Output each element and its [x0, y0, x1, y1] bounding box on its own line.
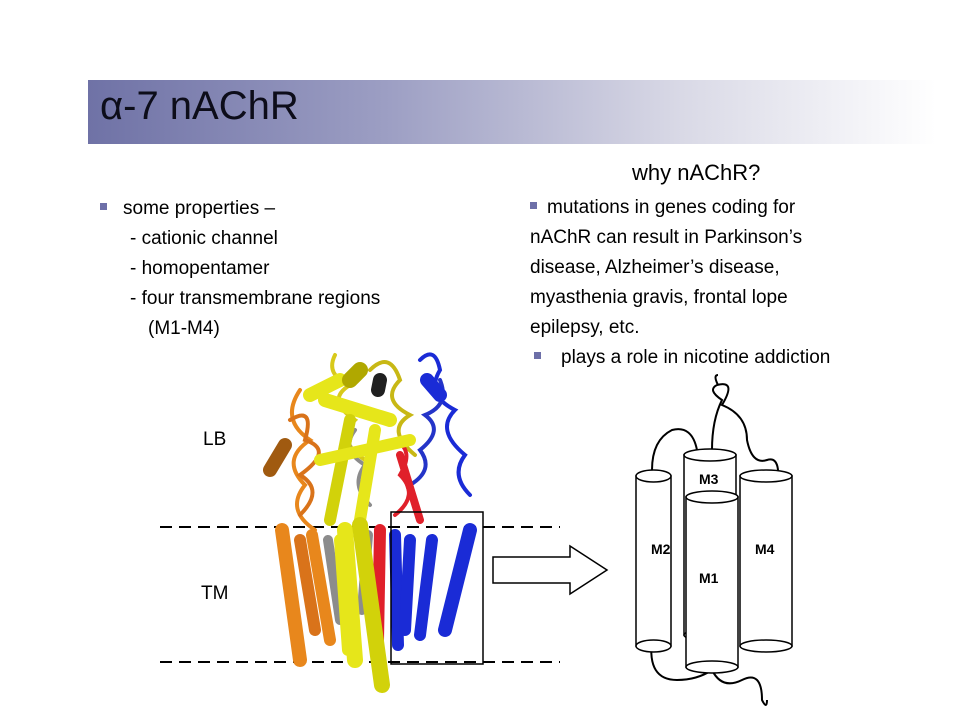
property-item: - four transmembrane regions: [130, 288, 381, 309]
why-bullet1-line: mutations in genes coding for: [530, 193, 920, 223]
why-bullet1-line: nAChR can result in Parkinson’s: [530, 227, 803, 248]
why-bullet1-line: epilepsy, etc.: [530, 317, 640, 338]
title-bar: [88, 80, 936, 144]
properties-heading: some properties –: [123, 198, 276, 219]
right-arrow-icon: [492, 544, 609, 596]
property-item: (M1-M4): [148, 318, 220, 339]
transmembrane-helices: [275, 517, 477, 693]
helix-cylinders: [635, 448, 793, 674]
helix-loops: [650, 374, 780, 706]
why-list: mutations in genes coding for nAChR can …: [530, 193, 920, 373]
ligand-binding-ribbons: [288, 352, 472, 532]
property-item: - homopentamer: [130, 258, 270, 279]
properties-heading-row: some properties –: [100, 194, 380, 224]
highlight-box: [390, 511, 484, 665]
m4-label: M4: [755, 541, 775, 557]
properties-list: some properties – - cationic channel - h…: [100, 194, 380, 344]
square-bullet-icon: [530, 202, 537, 210]
ligand-binding-helices: [263, 362, 447, 526]
m1-label: M1: [699, 570, 719, 586]
square-bullet-icon: [100, 203, 107, 211]
m2-label: M2: [651, 541, 671, 557]
why-bullet1-line: myasthenia gravis, frontal lope: [530, 287, 788, 308]
why-heading: why nAChR?: [632, 160, 761, 185]
why-bullet2-text: plays a role in nicotine addiction: [561, 347, 831, 368]
m3-label: M3: [699, 471, 719, 487]
slide-title: α-7 nAChR: [100, 84, 299, 128]
lb-label: LB: [203, 429, 227, 450]
why-bullet1-line: disease, Alzheimer’s disease,: [530, 257, 780, 278]
tm-label: TM: [201, 583, 229, 604]
property-item: - cationic channel: [130, 228, 278, 249]
why-bullet2-row: plays a role in nicotine addiction: [530, 343, 920, 373]
square-bullet-icon: [534, 352, 541, 360]
why-bullet1-text: mutations in genes coding for: [547, 197, 796, 218]
